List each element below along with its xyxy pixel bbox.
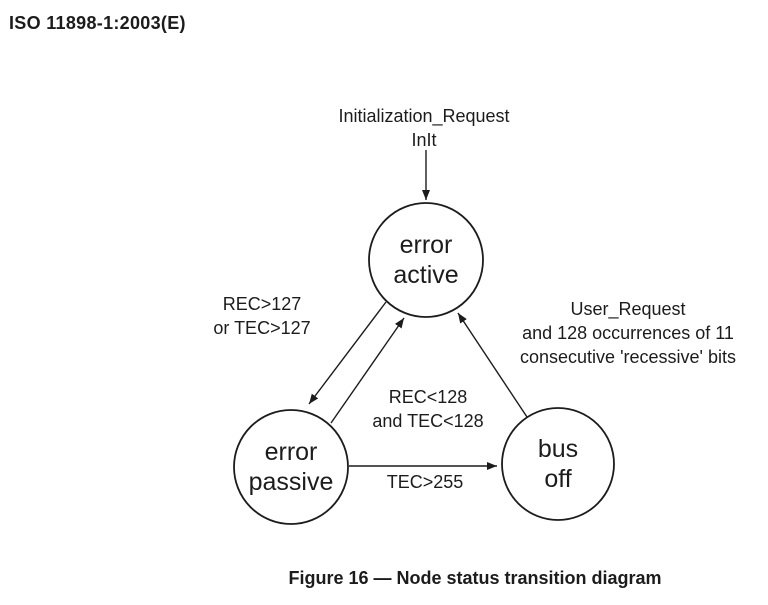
transition-label-line: TEC>255 <box>386 472 464 492</box>
transition-label-busoff-to-active: User_Request and 128 occurrences of 11 c… <box>520 297 736 369</box>
state-circle-bus-off <box>501 407 615 521</box>
transition-label-active-to-passive: REC>127 or TEC>127 <box>213 292 310 340</box>
transition-label-passive-to-busoff: TEC>255 <box>387 470 464 494</box>
state-label-line: error <box>399 231 453 259</box>
transition-arrow-passive-to-active <box>330 317 405 424</box>
transition-label-line: REC>127 <box>222 294 302 314</box>
transition-label-line: and 128 occurrences of 11 <box>522 323 734 343</box>
transition-arrow-busoff-to-active <box>457 312 528 418</box>
transition-label-passive-to-active: REC<128 and TEC<128 <box>372 385 483 433</box>
state-label-line: error <box>264 438 318 466</box>
transition-label-line: or TEC>127 <box>213 318 311 338</box>
state-label-line: off <box>544 465 572 493</box>
document-header: ISO 11898-1:2003(E) <box>9 13 186 33</box>
transition-label-line: and TEC<128 <box>372 411 484 431</box>
transition-label-init: Initialization_Request InIt <box>338 104 509 152</box>
state-label-line: passive <box>248 468 334 496</box>
state-label-line: bus <box>537 435 579 463</box>
transition-label-line: InIt <box>411 130 437 150</box>
transition-label-line: User_Request <box>570 299 686 319</box>
state-label-bus-off: bus off <box>538 434 578 494</box>
state-circle-error-passive <box>233 409 349 525</box>
state-label-error-active: error active <box>393 230 458 290</box>
state-label-line: active <box>393 261 459 289</box>
transition-arrow-active-to-passive <box>308 301 387 405</box>
transition-label-line: REC<128 <box>388 387 468 407</box>
transition-label-line: Initialization_Request <box>338 106 510 126</box>
state-circle-error-active <box>368 202 484 318</box>
figure-caption: Figure 16 — Node status transition diagr… <box>288 568 662 588</box>
state-label-error-passive: error passive <box>249 437 334 497</box>
transition-label-line: consecutive 'recessive' bits <box>520 347 736 367</box>
